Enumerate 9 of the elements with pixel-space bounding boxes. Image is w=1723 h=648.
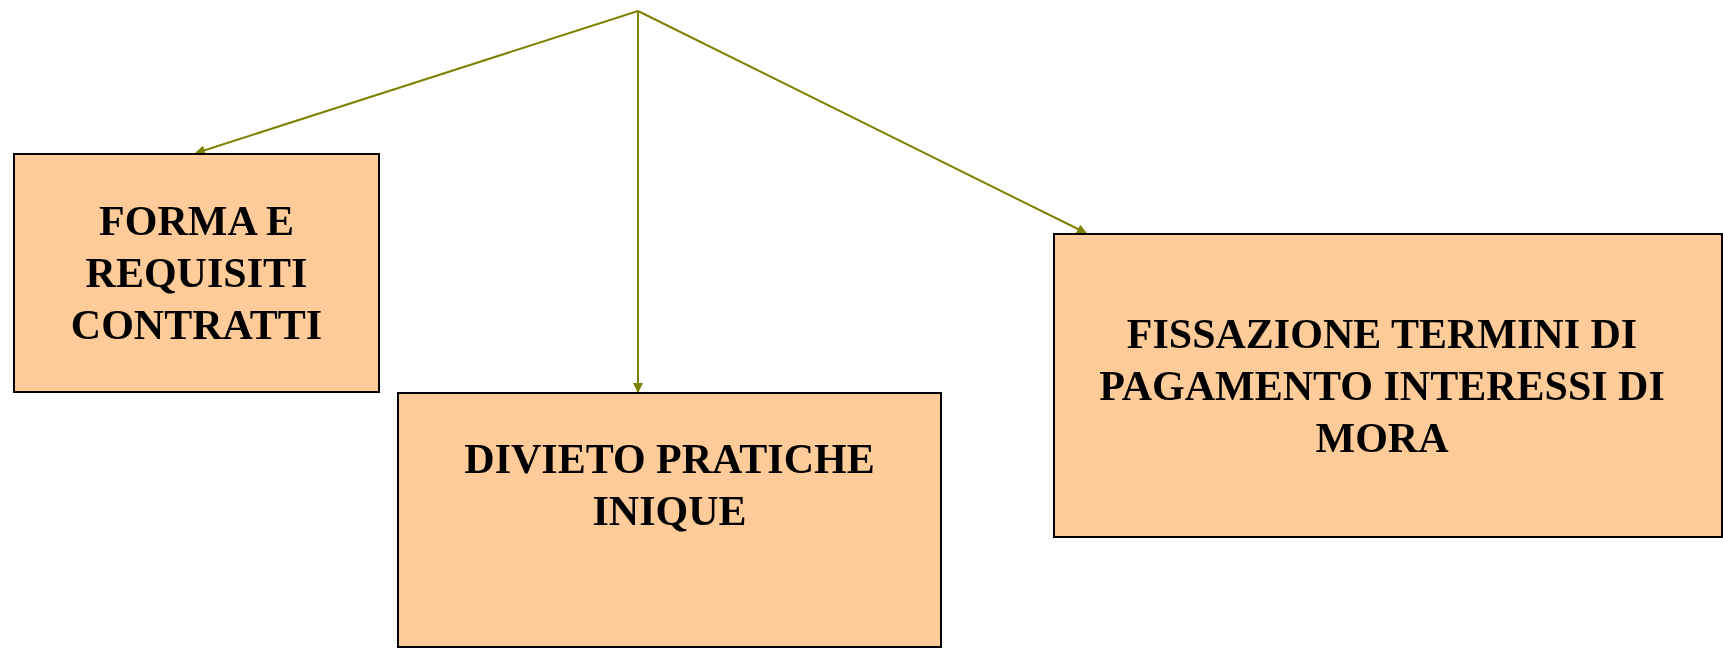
box-label: FORMA E REQUISITI CONTRATTI: [69, 197, 324, 350]
box-label: DIVIETO PRATICHE INIQUE: [463, 435, 876, 536]
arrow: [633, 10, 643, 393]
process-box: [397, 392, 942, 648]
arrow: [637, 10, 1087, 234]
process-box: [1053, 233, 1723, 538]
box-label: FISSAZIONE TERMINI DI PAGAMENTO INTERESSI DI MORA: [1098, 309, 1666, 463]
process-box: [13, 153, 380, 393]
arrow: [195, 10, 639, 155]
